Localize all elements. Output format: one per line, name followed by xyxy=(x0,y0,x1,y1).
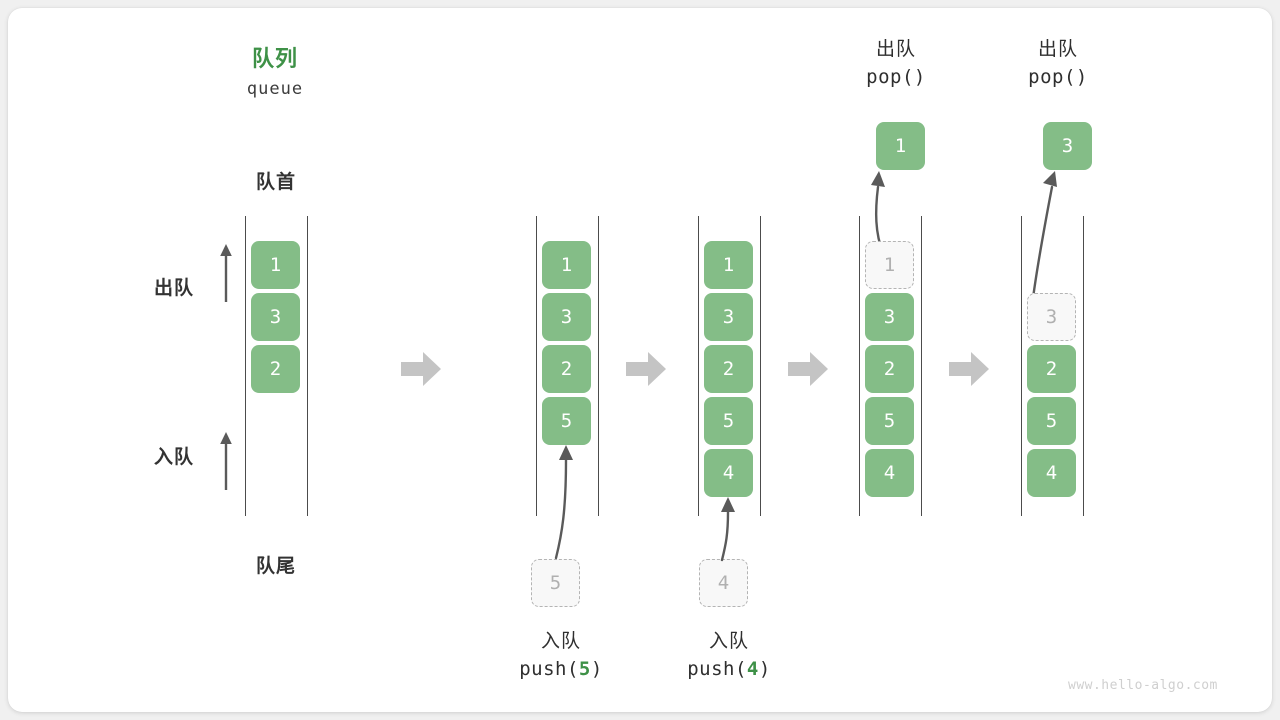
flow-arrow-icon xyxy=(401,352,441,386)
queue-cell: 4 xyxy=(704,449,753,497)
queue-rear-label: 队尾 xyxy=(255,555,296,577)
dequeued-element-ghost: 1 xyxy=(865,241,914,289)
enqueue-label-cn: 入队 xyxy=(540,630,581,652)
figure-card: 队列 queue 队首 队尾 出队 入队 1 3 2 1 3 2 5 xyxy=(8,8,1272,712)
queue-cell: 4 xyxy=(865,449,914,497)
queue-rail-left-stage-2 xyxy=(536,216,537,516)
queue-cell: 1 xyxy=(704,241,753,289)
queue-rail-right-stage-4 xyxy=(921,216,922,516)
queue-cell: 3 xyxy=(251,293,300,341)
queue-rail-left-stage-4 xyxy=(859,216,860,516)
queue-rail-left-stage-3 xyxy=(698,216,699,516)
queue-rail-left-stage-5 xyxy=(1021,216,1022,516)
flow-arrow-icon xyxy=(626,352,666,386)
queue-rail-right-stage-3 xyxy=(760,216,761,516)
queue-cell: 2 xyxy=(865,345,914,393)
flow-arrow-icon xyxy=(788,352,828,386)
queue-cell: 2 xyxy=(704,345,753,393)
dequeue-direction-arrow-icon xyxy=(220,244,232,302)
queue-cell: 3 xyxy=(865,293,914,341)
queue-cell: 5 xyxy=(704,397,753,445)
figure-title-cn: 队列 xyxy=(251,47,298,72)
popped-element: 3 xyxy=(1043,122,1092,170)
figure-title-code: queue xyxy=(246,79,304,99)
queue-cell: 2 xyxy=(542,345,591,393)
queue-cell: 1 xyxy=(251,241,300,289)
dequeue-label-code: pop() xyxy=(866,65,926,88)
enqueue-operation-label-stage-3: 入队 push(4) xyxy=(644,628,814,683)
flow-arrow-icon xyxy=(949,352,989,386)
dequeued-element-ghost: 3 xyxy=(1027,293,1076,341)
queue-cell: 2 xyxy=(1027,345,1076,393)
queue-cell: 2 xyxy=(251,345,300,393)
queue-front-label: 队首 xyxy=(255,171,296,193)
queue-cell: 5 xyxy=(542,397,591,445)
queue-cell: 3 xyxy=(704,293,753,341)
queue-cell: 5 xyxy=(865,397,914,445)
enqueue-curved-arrow-icon xyxy=(720,497,735,562)
dequeue-direction-label: 出队 xyxy=(154,277,195,299)
incoming-element-ghost: 5 xyxy=(531,559,580,607)
queue-cell: 4 xyxy=(1027,449,1076,497)
queue-rail-right-stage-5 xyxy=(1083,216,1084,516)
enqueue-label-code: push(4) xyxy=(687,657,771,680)
dequeue-label-cn: 出队 xyxy=(875,38,916,60)
dequeue-label-code: pop() xyxy=(1028,65,1088,88)
queue-cell: 3 xyxy=(542,293,591,341)
queue-cell: 1 xyxy=(542,241,591,289)
dequeue-operation-label-stage-5: 出队 pop() xyxy=(982,36,1134,91)
enqueue-curved-arrow-icon xyxy=(554,445,573,560)
popped-element: 1 xyxy=(876,122,925,170)
queue-rail-right-stage-1 xyxy=(307,216,308,516)
dequeue-operation-label-stage-4: 出队 pop() xyxy=(820,36,972,91)
enqueue-operation-label-stage-2: 入队 push(5) xyxy=(476,628,646,683)
queue-rail-left-stage-1 xyxy=(245,216,246,516)
queue-rail-right-stage-2 xyxy=(598,216,599,516)
enqueue-direction-label: 入队 xyxy=(154,446,195,468)
queue-cell: 5 xyxy=(1027,397,1076,445)
enqueue-label-code: push(5) xyxy=(519,657,603,680)
enqueue-label-cn: 入队 xyxy=(708,630,749,652)
incoming-element-ghost: 4 xyxy=(699,559,748,607)
enqueue-direction-arrow-icon xyxy=(220,432,232,490)
watermark: www.hello-algo.com xyxy=(1068,678,1218,693)
dequeue-label-cn: 出队 xyxy=(1037,38,1078,60)
